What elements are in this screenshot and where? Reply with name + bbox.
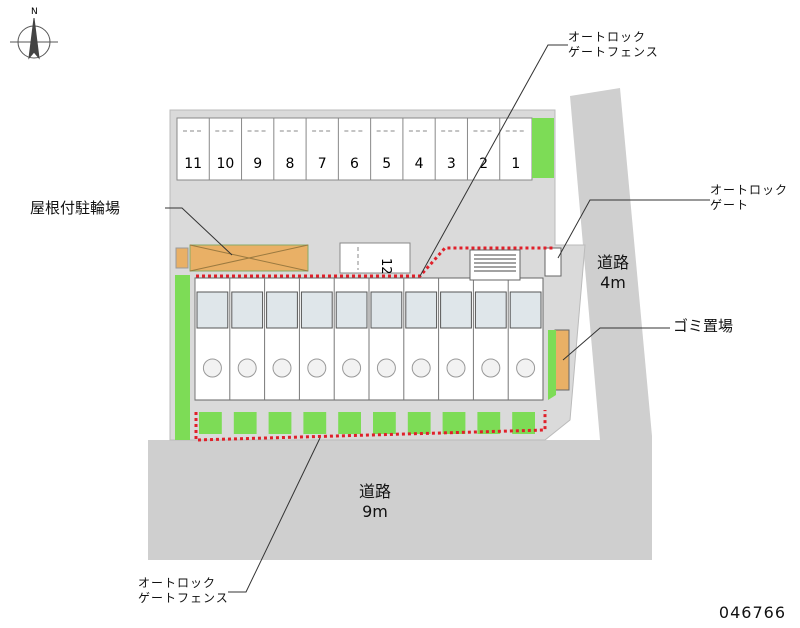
parking-area: 11 10 9 8 7 6 5 4 3 2 1 (176, 117, 533, 181)
apartment-unit (333, 278, 368, 400)
autolock-gate-fence-top (196, 246, 555, 278)
parking-slot-12-label: 12 (378, 258, 393, 275)
parking-slot-12 (339, 242, 411, 274)
leader-bike (165, 207, 233, 256)
road-name: 道路 (596, 253, 629, 272)
label-line: オートロック (138, 576, 217, 590)
parking-slot-5: 5 (382, 156, 391, 172)
label-garbage: ゴミ置場 (673, 317, 734, 335)
parking-slot-8: 8 (285, 156, 294, 172)
parking-slot-10: 10 (216, 156, 234, 172)
parking-slot-4: 4 (415, 156, 424, 172)
east-road-label: 道路 4m (588, 253, 638, 293)
green-strip-top-right (532, 118, 554, 178)
road-width: 4m (600, 273, 626, 292)
garden-plot (199, 412, 222, 434)
label-autolock-fence-bottom: オートロック ゲートフェンス (138, 576, 229, 606)
green-strip-left (175, 275, 190, 440)
apartment-unit (298, 278, 333, 400)
parking-slot-7: 7 (318, 156, 327, 172)
apartment-unit (472, 278, 507, 400)
property-id: 046766 (718, 603, 786, 622)
autolock-gate (544, 247, 562, 277)
parking-slot-3: 3 (447, 156, 456, 172)
compass: N (10, 7, 58, 60)
label-autolock-fence-top: オートロック ゲートフェンス (568, 30, 659, 60)
apartment-unit (507, 278, 542, 400)
autolock-gate-fence-bottom (194, 410, 547, 442)
label-line: ゲートフェンス (568, 45, 659, 59)
road-width: 9m (362, 502, 388, 521)
label-line: オートロック (568, 30, 647, 44)
garden-plot (233, 412, 257, 434)
parking-slot-11: 11 (184, 156, 202, 172)
leader-gate (557, 199, 710, 259)
garden-plot (512, 412, 535, 434)
apartment-unit (229, 278, 264, 400)
label-autolock-gate: オートロック ゲート (710, 183, 788, 213)
parking-slot-1: 1 (511, 156, 520, 172)
label-line: オートロック (710, 183, 789, 197)
east-road (570, 88, 652, 560)
label-covered-bike: 屋根付駐輪場 (30, 199, 121, 217)
garden-plot (373, 412, 396, 434)
parking-slot-6: 6 (350, 156, 359, 172)
parking-slot-9: 9 (253, 156, 262, 172)
apartment-unit (264, 278, 298, 400)
label-line: ゲートフェンス (138, 591, 229, 605)
south-road-label: 道路 9m (345, 482, 405, 522)
parking-slot-2: 2 (479, 156, 488, 172)
garden-plot (303, 412, 327, 434)
road-name: 道路 (358, 482, 391, 501)
compass-north-label: N (31, 7, 38, 17)
garden-plot (407, 412, 431, 434)
garden-plot (268, 412, 292, 434)
leader-garbage (562, 327, 670, 361)
south-road (148, 440, 600, 560)
apartment-building (194, 277, 544, 401)
garden-plot (338, 412, 361, 434)
apartment-unit (194, 278, 229, 400)
garden-plot (477, 412, 501, 434)
label-line: ゲート (710, 198, 750, 212)
leader-fence-bottom (228, 437, 321, 593)
leader-fence-top (419, 44, 568, 277)
green-strip-right (548, 330, 556, 400)
garden-plot (442, 412, 466, 434)
apartment-unit (438, 278, 472, 400)
apartment-unit (403, 278, 438, 400)
garbage-area (554, 329, 570, 391)
apartment-unit (368, 278, 403, 400)
